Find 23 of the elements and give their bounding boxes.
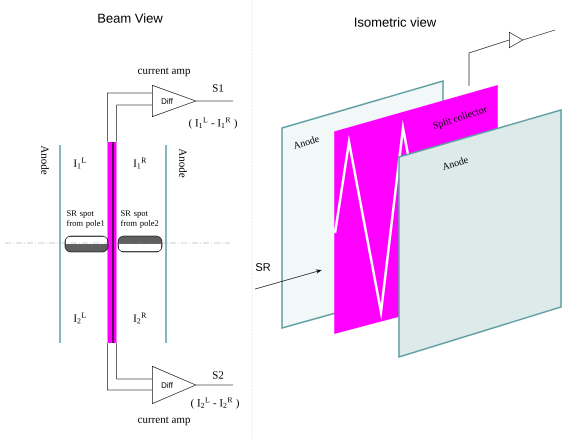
sr-spot: SR spot from pole1 xyxy=(64,210,108,252)
difference-label: ( I$_{1}$$^{L}$ - I$_{1}$$^{R}$ ) xyxy=(189,117,237,129)
node-label: SR spot from pole1 xyxy=(66,210,104,228)
node-label: SR spot from pole2 xyxy=(120,210,158,228)
signal-name: S1 xyxy=(212,84,224,92)
wire xyxy=(107,342,153,390)
amp-caption: current amp xyxy=(138,68,190,76)
sr-spot: SR spot from pole2 xyxy=(118,210,162,252)
wire xyxy=(195,100,234,102)
wire xyxy=(116,104,153,142)
view-title: Isometric view xyxy=(355,17,436,27)
beam-label: SR xyxy=(256,263,270,271)
wire xyxy=(195,384,234,386)
wire xyxy=(522,30,556,40)
view-title: Beam View xyxy=(98,13,163,23)
collector-strip xyxy=(108,142,116,343)
anode-label: Anode xyxy=(41,145,49,174)
wire xyxy=(116,342,153,380)
signal-name: S2 xyxy=(212,371,224,379)
anode-label: Anode xyxy=(179,148,187,178)
wire xyxy=(468,40,510,86)
amp-caption: current amp xyxy=(138,416,190,426)
wire xyxy=(107,92,153,142)
